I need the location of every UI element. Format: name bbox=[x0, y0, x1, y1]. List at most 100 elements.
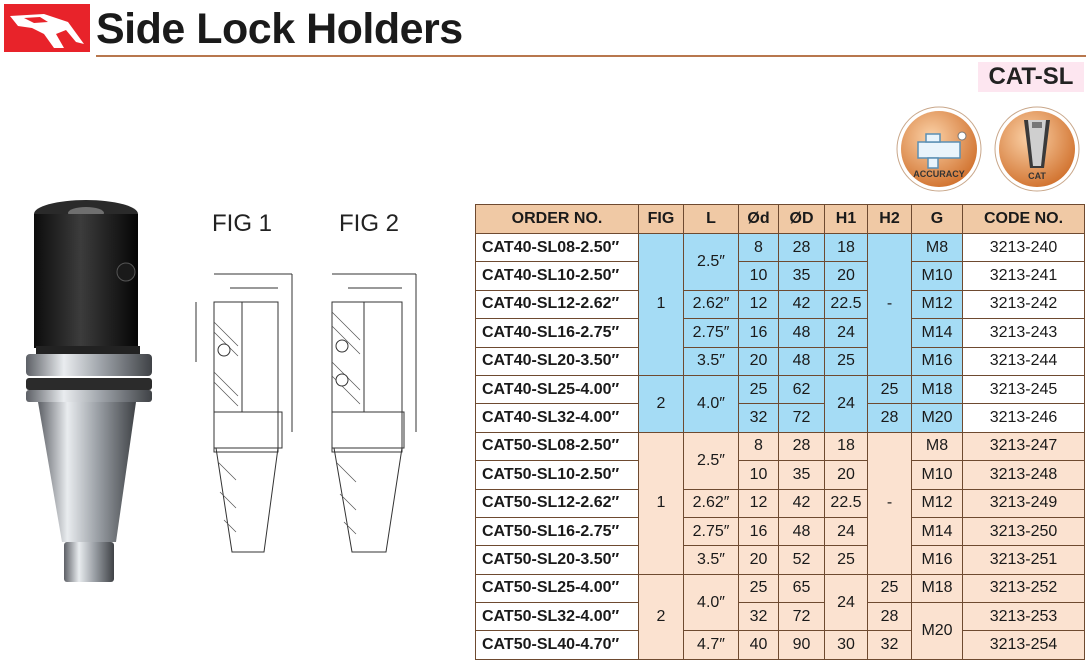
fig-1-drawing bbox=[195, 273, 293, 553]
brand-logo bbox=[4, 4, 90, 52]
D-cell: 52 bbox=[778, 545, 825, 575]
g-cell: M12 bbox=[911, 289, 963, 320]
col-header-h1: H1 bbox=[824, 204, 868, 234]
accuracy-icon-label: ACCURACY bbox=[913, 169, 965, 179]
table-row: CAT40-SL12-2.62″ 2.62″ 12 42 22.5 M12 32… bbox=[475, 289, 1085, 320]
h2-cell: 28 bbox=[867, 602, 912, 632]
l-cell: 4.0″ bbox=[683, 573, 739, 632]
col-header-fig: FIG bbox=[638, 204, 684, 234]
D-cell: 28 bbox=[778, 232, 825, 263]
side-lock-holder-photo bbox=[26, 200, 152, 582]
d-cell: 12 bbox=[738, 289, 779, 320]
fig-cell: 2 bbox=[638, 374, 684, 433]
order-no: CAT50-SL08-2.50″ bbox=[475, 431, 639, 462]
table-row: CAT40-SL32-4.00″ 32 72 28 M20 3213-246 bbox=[475, 403, 1085, 433]
h1-cell: 20 bbox=[824, 261, 868, 291]
table-row: CAT50-SL25-4.00″ 2 4.0″ 25 65 24 25 M18 … bbox=[475, 573, 1085, 660]
D-cell: 62 bbox=[778, 374, 825, 405]
fig-2-drawing bbox=[331, 273, 417, 553]
d-cell: 10 bbox=[738, 261, 779, 291]
order-no: CAT40-SL25-4.00″ bbox=[475, 374, 639, 405]
h1-cell: 22.5 bbox=[824, 289, 868, 320]
d-cell: 16 bbox=[738, 318, 779, 348]
table-row: CAT40-SL20-3.50″ 3.5″ 20 48 25 M16 3213-… bbox=[475, 346, 1085, 376]
table-row: CAT50-SL20-3.50″ 3.5″ 20 52 25 M16 3213-… bbox=[475, 545, 1085, 575]
g-cell: M12 bbox=[911, 488, 963, 518]
h1-cell: 25 bbox=[824, 346, 868, 376]
g-cell: M14 bbox=[911, 516, 963, 547]
table-row: CAT40-SL08-2.50″ 1 2.5″ 8 28 18 - M8 321… bbox=[475, 232, 1085, 376]
d-cell: 32 bbox=[738, 602, 779, 632]
h1-cell: 25 bbox=[824, 545, 868, 575]
D-cell: 42 bbox=[778, 289, 825, 320]
d-cell: 25 bbox=[738, 374, 779, 405]
order-no: CAT50-SL32-4.00″ bbox=[475, 602, 639, 632]
h1-cell: 24 bbox=[824, 516, 868, 547]
h2-cell: - bbox=[867, 431, 912, 575]
g-cell: M8 bbox=[911, 232, 963, 263]
D-cell: 72 bbox=[778, 602, 825, 632]
D-cell: 48 bbox=[778, 346, 825, 376]
col-header-l: L bbox=[683, 204, 739, 234]
h2-cell: 25 bbox=[867, 573, 912, 604]
h1-cell: 24 bbox=[824, 374, 868, 433]
d-cell: 8 bbox=[738, 232, 779, 263]
col-header-h2: H2 bbox=[867, 204, 912, 234]
order-no: CAT40-SL10-2.50″ bbox=[475, 261, 639, 291]
code-cell: 3213-250 bbox=[962, 516, 1085, 547]
order-no: CAT50-SL20-3.50″ bbox=[475, 545, 639, 575]
h2-cell: 25 bbox=[867, 374, 912, 405]
order-no: CAT50-SL12-2.62″ bbox=[475, 488, 639, 518]
series-badge: CAT-SL bbox=[978, 62, 1084, 92]
order-no: CAT50-SL16-2.75″ bbox=[475, 516, 639, 547]
page-title: Side Lock Holders bbox=[96, 5, 463, 53]
D-cell: 72 bbox=[778, 403, 825, 433]
l-cell: 4.0″ bbox=[683, 374, 739, 433]
l-cell: 2.62″ bbox=[683, 488, 739, 518]
l-cell: 4.7″ bbox=[683, 630, 739, 660]
d-cell: 40 bbox=[738, 630, 779, 660]
g-cell: M14 bbox=[911, 318, 963, 348]
order-no: CAT40-SL20-3.50″ bbox=[475, 346, 639, 376]
table-row: CAT50-SL32-4.00″ 32 72 28 M20 3213-253 bbox=[475, 602, 1085, 660]
D-cell: 42 bbox=[778, 488, 825, 518]
code-cell: 3213-254 bbox=[962, 630, 1085, 660]
table-row: CAT50-SL16-2.75″ 2.75″ 16 48 24 M14 3213… bbox=[475, 516, 1085, 547]
code-cell: 3213-245 bbox=[962, 374, 1085, 405]
table-row: CAT50-SL10-2.50″ 10 35 20 M10 3213-248 bbox=[475, 460, 1085, 490]
fig-cell: 1 bbox=[638, 233, 684, 376]
table-row: CAT40-SL10-2.50″ 10 35 20 M10 3213-241 bbox=[475, 261, 1085, 291]
g-cell: M18 bbox=[911, 374, 963, 405]
code-cell: 3213-247 bbox=[962, 431, 1085, 462]
g-cell: M18 bbox=[911, 573, 963, 604]
cat-icon-label: CAT bbox=[1028, 171, 1046, 181]
D-cell: 28 bbox=[778, 431, 825, 462]
d-cell: 25 bbox=[738, 573, 779, 604]
accuracy-icon bbox=[896, 106, 982, 192]
d-cell: 10 bbox=[738, 460, 779, 490]
table-row: CAT40-SL16-2.75″ 2.75″ 16 48 24 M14 3213… bbox=[475, 318, 1085, 348]
code-cell: 3213-242 bbox=[962, 289, 1085, 320]
order-no: CAT40-SL16-2.75″ bbox=[475, 318, 639, 348]
d-cell: 12 bbox=[738, 488, 779, 518]
code-cell: 3213-253 bbox=[962, 602, 1085, 632]
table-header-row: ORDER NO. FIG L Ød ØD H1 H2 G CODE NO. bbox=[475, 204, 1085, 234]
code-cell: 3213-251 bbox=[962, 545, 1085, 575]
h1-cell: 30 bbox=[824, 630, 868, 660]
fig-2-label: FIG 2 bbox=[339, 210, 400, 237]
g-cell: M16 bbox=[911, 545, 963, 575]
table-row: CAT50-SL08-2.50″ 1 2.5″ 8 28 18 - M8 321… bbox=[475, 431, 1085, 575]
order-no: CAT40-SL32-4.00″ bbox=[475, 403, 639, 433]
h1-cell: 18 bbox=[824, 232, 868, 263]
spec-table: ORDER NO. FIG L Ød ØD H1 H2 G CODE NO. C… bbox=[475, 204, 1085, 660]
d-cell: 20 bbox=[738, 545, 779, 575]
l-cell: 2.5″ bbox=[683, 233, 739, 291]
D-cell: 35 bbox=[778, 261, 825, 291]
h1-cell: 24 bbox=[824, 318, 868, 348]
order-no: CAT50-SL25-4.00″ bbox=[475, 573, 639, 604]
cat-taper-icon bbox=[994, 106, 1080, 192]
g-cell: M8 bbox=[911, 431, 963, 462]
h2-cell: 28 bbox=[867, 403, 912, 433]
d-cell: 20 bbox=[738, 346, 779, 376]
g-cell: M20 bbox=[911, 403, 963, 433]
